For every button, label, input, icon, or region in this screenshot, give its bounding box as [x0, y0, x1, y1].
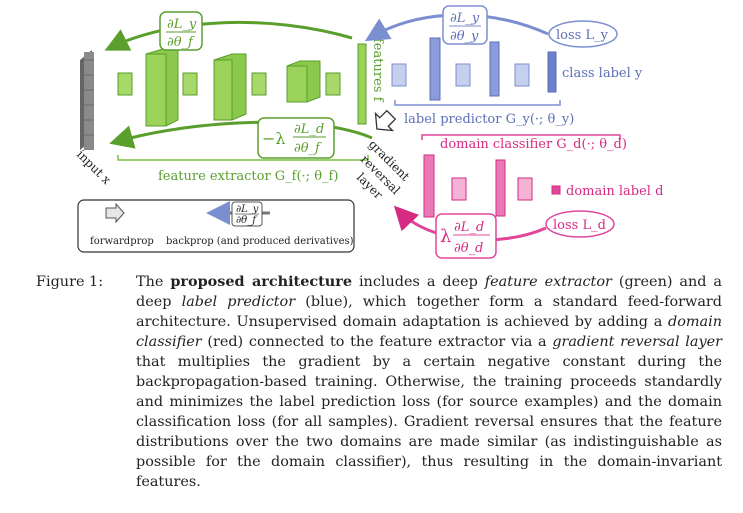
loss-ly-label: loss L_y [556, 28, 609, 43]
lambda-grad-box: λ ∂L_d ∂θ_d [435, 213, 497, 259]
svg-text:∂θ_d: ∂θ_d [454, 241, 483, 256]
svg-text:∂L_d: ∂L_d [454, 220, 484, 235]
svg-text:λ: λ [440, 226, 451, 247]
feature-extractor-layers [117, 43, 367, 127]
label-predictor-label: label predictor G_y(·; θ_y) [404, 112, 574, 127]
loss-ly-node [548, 20, 618, 48]
domain-classifier-layers [423, 154, 561, 218]
legend: forwardprop ∂L_y ∂θ_f backprop (and prod… [77, 199, 355, 253]
forwardprop-legend-icon [105, 202, 125, 224]
label-predictor-bracket [394, 100, 561, 106]
input-label: input x [74, 147, 114, 187]
svg-text:−λ: −λ [262, 129, 286, 148]
svg-text:∂θ_f: ∂θ_f [294, 141, 322, 156]
svg-text:∂L_y: ∂L_y [450, 11, 480, 26]
svg-text:∂θ_f: ∂θ_f [167, 35, 195, 50]
svg-text:∂L_y: ∂L_y [167, 17, 197, 32]
legend-backprop: backprop (and produced derivatives) [166, 236, 354, 247]
features-label: features f [370, 38, 385, 103]
backprop-arrow-features [104, 20, 353, 51]
domain-label: domain label d [566, 184, 663, 199]
feature-extractor-label: feature extractor G_f(·; θ_f) [158, 169, 338, 184]
label-predictor-layers [391, 37, 557, 101]
svg-text:∂θ_y: ∂θ_y [450, 29, 479, 44]
domain-classifier-bracket [421, 134, 621, 140]
svg-text:∂L_y: ∂L_y [236, 204, 259, 215]
grad-ly-thetaf-box: ∂L_y ∂θ_f [159, 11, 203, 51]
input-block [80, 50, 94, 150]
feature-extractor-bracket [117, 155, 369, 161]
figure-number: Figure 1: [36, 274, 104, 290]
domain-classifier-label: domain classifier G_d(·; θ_d) [440, 137, 627, 152]
neg-lambda-grad-box: −λ ∂L_d ∂θ_f [257, 117, 335, 159]
legend-forwardprop: forwardprop [90, 236, 154, 247]
caption-text: The proposed architecture includes a dee… [136, 273, 723, 490]
svg-text:∂L_d: ∂L_d [294, 122, 324, 137]
class-label: class label y [562, 66, 643, 81]
grad-ly-thetay-box: ∂L_y ∂θ_y [442, 5, 488, 45]
loss-ld-label: loss L_d [553, 218, 606, 233]
svg-text:∂θ_f: ∂θ_f [236, 215, 258, 226]
gradient-reversal-layer-icon [374, 109, 397, 132]
architecture-diagram: input x features f feature extractor G_f… [74, 5, 663, 259]
loss-ld-node [545, 210, 615, 238]
reversed-gradient-arrow [109, 120, 373, 149]
